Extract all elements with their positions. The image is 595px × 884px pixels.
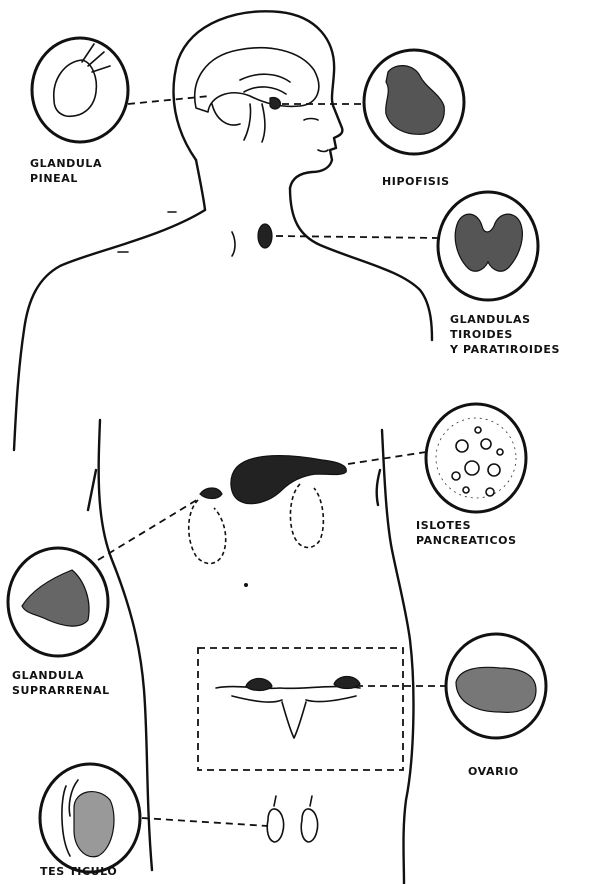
label-suprarrenal: GLANDULA SUPRARRENAL	[12, 668, 110, 698]
label-hipofisis: HIPOFISIS	[382, 174, 450, 189]
pancreas-kidneys	[189, 456, 347, 564]
testicle-inset	[40, 764, 140, 872]
adrenal-inset	[8, 548, 108, 656]
label-pineal-line2: PINEAL	[30, 171, 102, 186]
label-suprarrenal-line2: SUPRARRENAL	[12, 683, 110, 698]
islets-inset	[426, 404, 526, 512]
label-tiroides-line3: Y PARATIROIDES	[450, 342, 560, 357]
thyroid-inset	[438, 192, 538, 300]
label-hipofisis-line1: HIPOFISIS	[382, 174, 450, 189]
label-pineal: GLANDULA PINEAL	[30, 156, 102, 186]
testes	[267, 796, 317, 842]
label-islotes: ISLOTES PANCREATICOS	[416, 518, 517, 548]
ovary-inset	[446, 634, 546, 738]
label-tiroides-line1: GLANDULAS	[450, 312, 560, 327]
pituitary-inset	[364, 50, 464, 154]
label-testiculo: TES TICULO	[40, 864, 117, 879]
label-ovario: OVARIO	[468, 764, 519, 779]
label-suprarrenal-line1: GLANDULA	[12, 668, 110, 683]
label-islotes-line2: PANCREATICOS	[416, 533, 517, 548]
label-islotes-line1: ISLOTES	[416, 518, 517, 533]
pelvic-region	[198, 648, 403, 770]
pineal-inset	[32, 38, 128, 142]
label-tiroides: GLANDULAS TIROIDES Y PARATIROIDES	[450, 312, 560, 357]
label-tiroides-line2: TIROIDES	[450, 327, 560, 342]
label-ovario-line1: OVARIO	[468, 764, 519, 779]
label-pineal-line1: GLANDULA	[30, 156, 102, 171]
label-testiculo-line1: TES TICULO	[40, 864, 117, 879]
